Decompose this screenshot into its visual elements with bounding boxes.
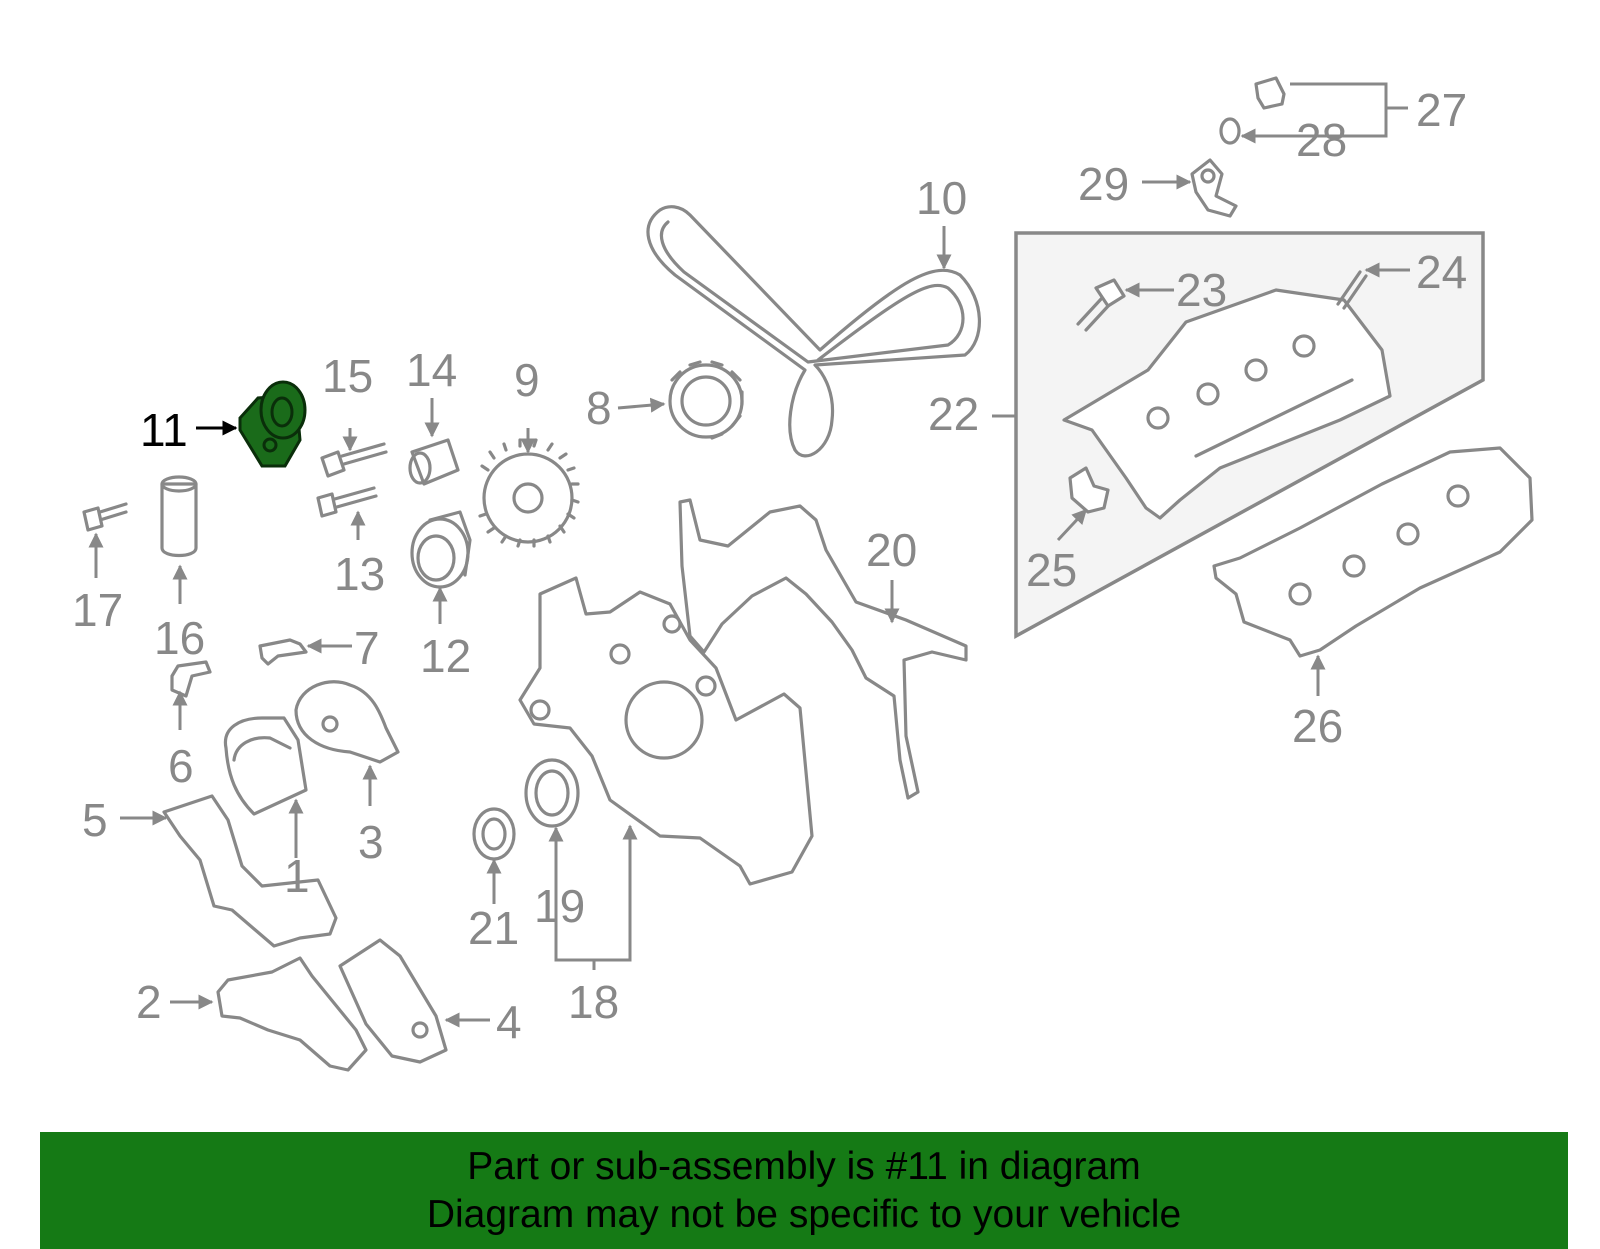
part-18-bore (624, 680, 704, 760)
part-28-washer (1219, 117, 1241, 145)
part-18-hole-a (609, 643, 631, 665)
callout-4: 4 (496, 996, 522, 1048)
part-19-seal (524, 758, 580, 828)
footer-banner: Part or sub-assembly is #11 in diagram D… (40, 1132, 1568, 1249)
part-23-bolt (1076, 278, 1126, 332)
callout-11: 11 (140, 404, 188, 456)
part-26-gasket (1212, 446, 1534, 658)
callout-13: 13 (334, 548, 385, 600)
part-22-valve-cover (1062, 288, 1392, 520)
callout-10: 10 (916, 172, 967, 224)
leader-lines (88, 82, 1410, 1028)
callout-26: 26 (1292, 700, 1343, 752)
callout-19: 19 (534, 880, 585, 932)
part-11-tensioner (238, 380, 307, 468)
callout-12: 12 (420, 630, 471, 682)
part-24-bolt (1336, 270, 1368, 310)
part-16-cylinder (160, 475, 198, 558)
part-1-lower-cover-detail (232, 736, 292, 762)
part-17-bolt (82, 502, 128, 532)
part-9-cam-gear (478, 438, 580, 548)
callout-20: 20 (866, 524, 917, 576)
part-20-gasket (678, 498, 968, 800)
footer-line-2: Diagram may not be specific to your vehi… (426, 1192, 1182, 1236)
part-13-bolt (316, 486, 378, 518)
callout-7: 7 (354, 622, 380, 674)
part-27-cap (1254, 76, 1286, 110)
callout-23: 23 (1176, 264, 1227, 316)
part-1-lower-cover (223, 716, 308, 816)
callout-9: 9 (514, 354, 540, 406)
part-10-timing-belt (646, 205, 982, 458)
leader-27-bracket (1290, 82, 1388, 138)
callout-labels: 1 2 3 4 5 6 7 8 9 10 11 12 13 14 15 16 1… (72, 84, 1467, 1048)
part-18-front-case (518, 576, 814, 886)
callout-16: 16 (154, 612, 205, 664)
footer-line-1: Part or sub-assembly is #11 in diagram (467, 1144, 1141, 1188)
callout-15: 15 (322, 350, 373, 402)
part-25-bracket (1068, 466, 1110, 514)
part-29-sensor (1190, 158, 1238, 218)
callout-28: 28 (1296, 114, 1347, 166)
callout-3: 3 (358, 816, 384, 868)
part-21-seal (472, 807, 516, 861)
part-3-cover-plate (294, 680, 400, 764)
part-18-hole-b (662, 614, 682, 634)
part-18-hole-c (695, 675, 717, 697)
part-10-timing-belt-inner (659, 220, 965, 364)
callout-8: 8 (586, 382, 612, 434)
leader-25 (1056, 508, 1088, 542)
callout-1: 1 (284, 850, 310, 902)
callout-21: 21 (468, 902, 519, 954)
callout-22: 22 (928, 388, 979, 440)
part-4-cover (338, 938, 448, 1064)
part-6-bracket (170, 660, 212, 698)
callout-2: 2 (136, 976, 162, 1028)
callout-27: 27 (1416, 84, 1467, 136)
callout-24: 24 (1416, 246, 1467, 298)
callout-6: 6 (168, 740, 194, 792)
part-4-cover-hole (411, 1021, 429, 1039)
leader-8 (617, 397, 666, 413)
callout-25: 25 (1026, 544, 1077, 596)
part-7-clip (258, 638, 308, 666)
callout-14: 14 (406, 344, 457, 396)
callout-18: 18 (568, 976, 619, 1028)
part-2-front-cover (216, 956, 368, 1072)
callout-29: 29 (1078, 158, 1129, 210)
part-14-sleeve (408, 438, 460, 486)
part-18-hole-d (529, 699, 551, 721)
part-12-crank-sprocket (410, 510, 472, 589)
part-8-sprocket (668, 360, 744, 440)
callout-17: 17 (72, 584, 123, 636)
part-5-long-cover (162, 794, 338, 948)
part-15-bolt (320, 442, 388, 478)
callout-5: 5 (82, 794, 108, 846)
